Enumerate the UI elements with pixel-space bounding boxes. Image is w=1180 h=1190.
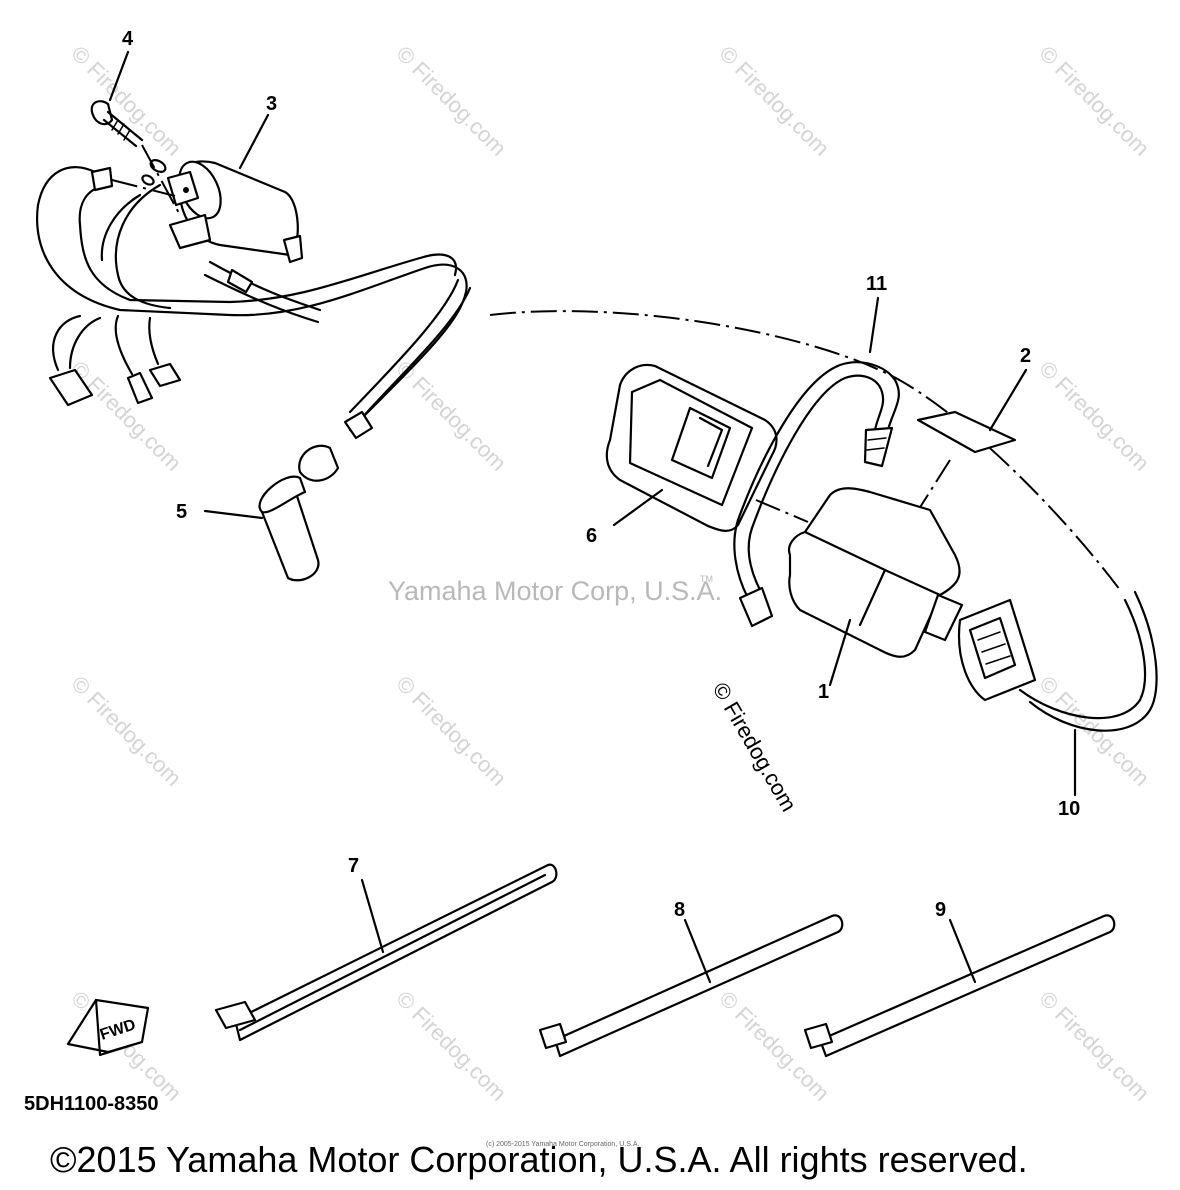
cable-tie-7 [214,863,558,1042]
callout-1: 1 [818,681,829,703]
callout-7: 7 [348,855,359,877]
watermark: © Firedog.com [391,356,511,476]
callout-5: 5 [176,501,187,523]
copyright-notice: ©2015 Yamaha Motor Corporation, U.S.A. A… [50,1139,1028,1180]
callout-11: 11 [866,273,887,295]
watermark: © Firedog.com [391,41,511,161]
watermark: © Firedog.com [391,986,511,1106]
watermark: © Firedog.com [1034,986,1154,1106]
watermark: © Firedog.com [66,671,186,791]
callout-8: 8 [674,899,685,921]
fine-print: (c) 2005-2015 Yamaha Motor Corporation, … [486,1141,639,1148]
leader-lines [108,50,1077,984]
cable-tie-9 [803,914,1116,1058]
spark-plug-cap [258,410,374,582]
ignition-coil-assembly [36,160,472,432]
cable-tie-8 [538,914,844,1058]
trademark-mark: TM [700,574,713,584]
callout-9: 9 [935,899,946,921]
watermark: © Firedog.com [714,41,834,161]
callout-2: 2 [1020,345,1031,367]
firedog-watermark: © Firedog.com [708,678,802,816]
callout-3: 3 [266,93,277,115]
callout-6: 6 [586,525,597,547]
fwd-arrow-icon: FWD [66,998,150,1057]
callout-4: 4 [122,28,134,50]
cdi-unit-assembly [489,310,1158,732]
diagram-code: 5DH1100-8350 [24,1093,159,1115]
yamaha-watermark: Yamaha Motor Corp, U.S.A. [388,576,722,606]
watermark: © Firedog.com [1034,356,1154,476]
watermark: © Firedog.com [1034,41,1154,161]
watermark: © Firedog.com [391,671,511,791]
bolt-and-washer [90,100,181,216]
callout-10: 10 [1058,798,1080,820]
